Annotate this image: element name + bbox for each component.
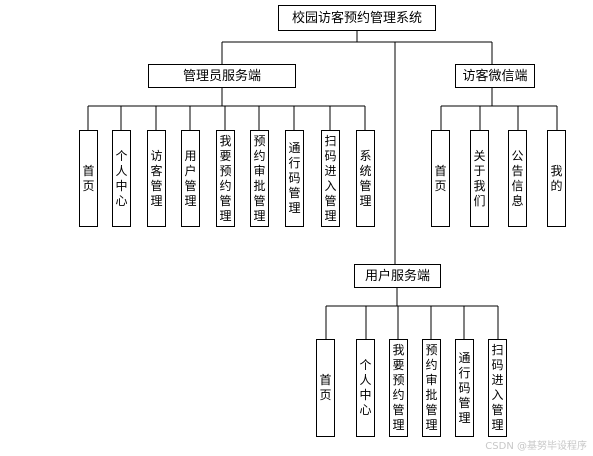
admin-node-pass-code-mgmt: 通行码管理 [285,130,304,227]
user-node-approval-mgmt: 预约审批管理 [422,339,441,437]
admin-node-approval-mgmt: 预约审批管理 [250,130,269,227]
admin-node-visitor-mgmt: 访客管理 [147,130,166,227]
admin-node-user-mgmt: 用户管理 [181,130,200,227]
module-wechat: 访客微信端 [455,64,535,88]
user-node-pass-code-mgmt: 通行码管理 [455,339,474,437]
admin-node-booking-mgmt: 我要预约管理 [216,130,235,227]
admin-node-system-mgmt: 系统管理 [356,130,375,227]
user-node-home: 首页 [316,339,335,437]
watermark: CSDN @基努毕设程序 [485,441,587,452]
admin-node-profile: 个人中心 [112,130,131,227]
wechat-node-home: 首页 [431,130,450,227]
wechat-node-notices: 公告信息 [508,130,527,227]
admin-node-home: 首页 [79,130,98,227]
wechat-node-about: 关于我们 [470,130,489,227]
user-node-profile: 个人中心 [356,339,375,437]
wechat-node-mine: 我的 [547,130,566,227]
module-user: 用户服务端 [354,264,441,288]
admin-node-scan-entry-mgmt: 扫码进入管理 [321,130,340,227]
root-node: 校园访客预约管理系统 [278,5,436,31]
module-admin: 管理员服务端 [148,64,296,88]
user-node-scan-entry-mgmt: 扫码进入管理 [488,339,507,437]
user-node-booking-mgmt: 我要预约管理 [389,339,408,437]
